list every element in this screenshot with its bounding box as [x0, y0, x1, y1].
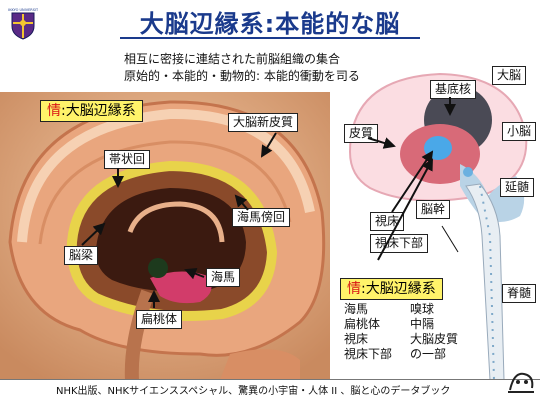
component-right: の一部 — [410, 347, 446, 362]
limbic-components-list: 海馬 嗅球 扁桃体 中隔 視床 大脳皮質 視床下部 の一部 — [344, 302, 458, 362]
list-item: 海馬 嗅球 — [344, 302, 458, 317]
component-left: 扁桃体 — [344, 317, 410, 332]
footer-divider — [0, 379, 540, 380]
footer-citation: NHK出版、NHKサイエンススペシャル、驚異の小宇宙・人体 II 、脳と心のデー… — [56, 382, 450, 397]
component-right: 中隔 — [410, 317, 434, 332]
list-item: 視床下部 の一部 — [344, 347, 458, 362]
component-right: 大脳皮質 — [410, 332, 458, 347]
component-left: 視床下部 — [344, 347, 410, 362]
component-left: 視床 — [344, 332, 410, 347]
cartoon-mascot-icon — [506, 366, 536, 394]
list-item: 視床 大脳皮質 — [344, 332, 458, 347]
list-item: 扁桃体 中隔 — [344, 317, 458, 332]
emotion-suffix-right: :大脳辺縁系 — [361, 281, 436, 297]
component-left: 海馬 — [344, 302, 410, 317]
emotion-limbic-label-right: 情:大脳辺縁系 — [340, 278, 443, 300]
component-right: 嗅球 — [410, 302, 434, 317]
emotion-prefix-right: 情 — [347, 281, 361, 297]
